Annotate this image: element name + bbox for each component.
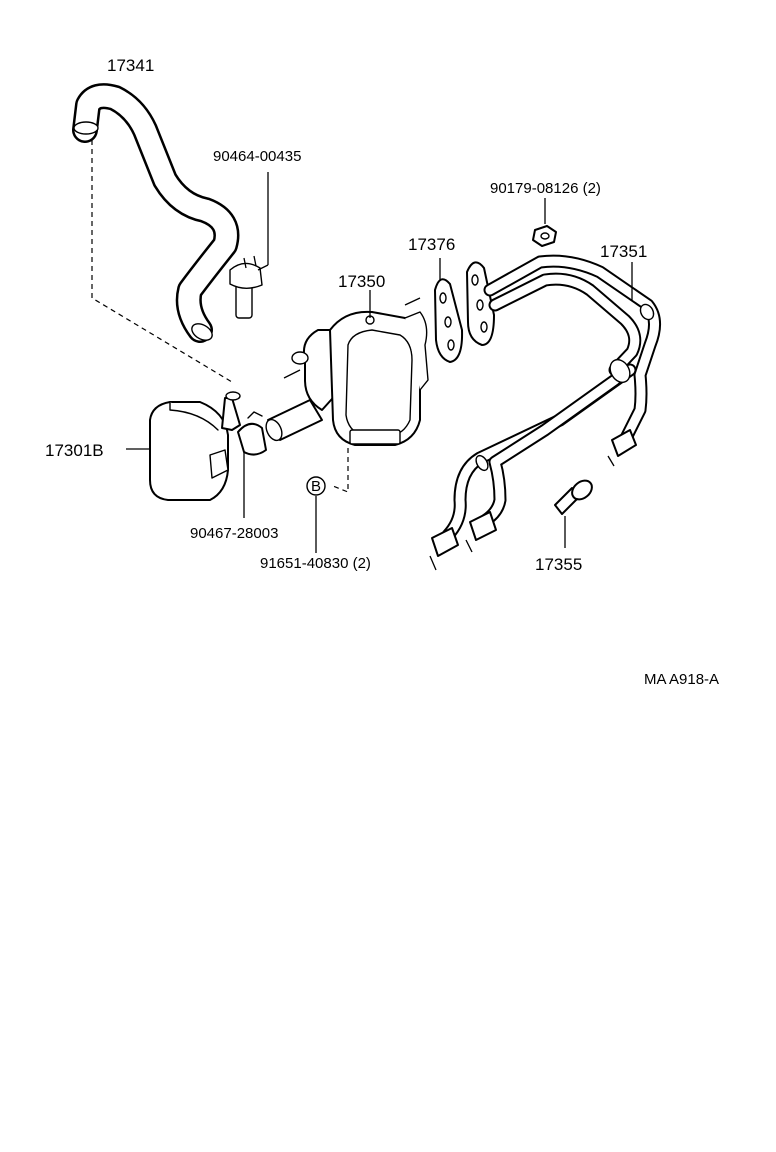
reference-mark-b-label: B	[311, 478, 321, 495]
callout-17355: 17355	[535, 555, 582, 574]
reference-mark-b	[306, 476, 326, 496]
callout-17351: 17351	[600, 242, 647, 261]
callout-17376: 17376	[408, 235, 455, 254]
plug-17355	[554, 479, 593, 515]
callout-17341: 17341	[107, 56, 154, 75]
connector-hose	[265, 399, 323, 442]
callout-90179-08126: 90179-08126 (2)	[490, 180, 601, 197]
air-cleaner-17301b	[149, 391, 241, 501]
hose-clamp-90467	[237, 411, 267, 456]
drawing-code: MA A918-A	[644, 671, 719, 688]
callout-90467-28003: 90467-28003	[190, 525, 278, 542]
nut-90179	[532, 225, 557, 247]
air-switching-valve-17350	[283, 297, 429, 446]
hose-17341	[72, 83, 240, 343]
injection-manifold-17351	[429, 254, 661, 571]
callout-90464-00435: 90464-00435	[213, 148, 301, 165]
callout-17350: 17350	[338, 272, 385, 291]
gasket-17376	[434, 261, 495, 363]
callout-91651-40830: 91651-40830 (2)	[260, 555, 371, 572]
hose-clamp-90464	[229, 255, 263, 319]
callout-17301b: 17301B	[45, 441, 104, 460]
